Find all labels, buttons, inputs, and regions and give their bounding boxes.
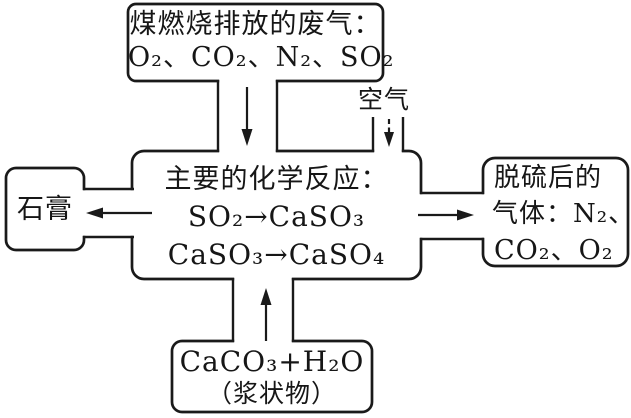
arrow-to-gypsum-icon [86, 207, 152, 219]
arrow-slurry-up-icon [260, 288, 272, 341]
reactor-equation-1: SO₂→CaSO₃ [187, 200, 366, 233]
arrow-air-down-icon [384, 119, 394, 147]
reactor-equation-2: CaSO₃→CaSO₄ [167, 238, 386, 271]
reactor-title: 主要的化学反应： [164, 164, 389, 195]
clean-gas-line-3: CO₂、O₂ [494, 235, 614, 266]
box-outlines [4, 2, 630, 414]
waste-gas-title: 煤燃烧排放的废气： [129, 9, 382, 40]
clean-gas-line-1: 脱硫后的 [494, 163, 603, 193]
flow-arrows [86, 87, 474, 341]
arrow-waste-gas-down-icon [241, 87, 253, 146]
air-label: 空气 [357, 85, 410, 114]
slurry-note: （浆状物） [206, 379, 337, 408]
channel-walls [83, 80, 484, 342]
gypsum-label: 石膏 [17, 194, 73, 225]
clean-gas-line-2: 气体：N₂、 [492, 199, 631, 229]
slurry-formula: CaCO₃+H₂O [179, 345, 365, 378]
waste-gas-formula: O₂、CO₂、N₂、SO₂ [128, 42, 395, 73]
arrow-to-clean-gas-icon [418, 209, 474, 221]
